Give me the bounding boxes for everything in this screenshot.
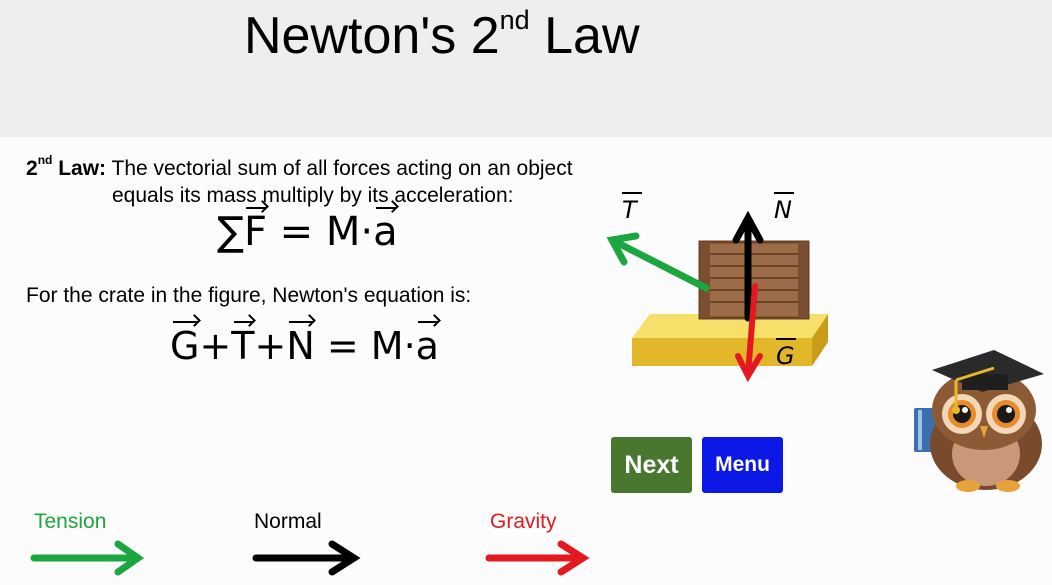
- crate-force-diagram: T N G: [600, 190, 840, 390]
- normal-arrow: [732, 210, 764, 322]
- legend-tension-label: Tension: [34, 510, 107, 533]
- owl-icon: [914, 350, 1044, 492]
- tension-arrow: [606, 232, 710, 292]
- law-statement: 2nd Law: The vectorial sum of all forces…: [26, 153, 573, 207]
- legend-gravity-label: Gravity: [490, 510, 557, 533]
- equation-sum-of-forces: ∑F = M·a: [217, 204, 398, 260]
- header-bar: Newton's 2nd Law: [0, 0, 1052, 137]
- tension-label: T: [622, 192, 642, 224]
- equation-crate: G+T+N = M·a: [170, 318, 439, 374]
- gravity-arrow: [735, 283, 763, 383]
- normal-label: N: [774, 192, 794, 224]
- platform-front: [632, 338, 812, 366]
- next-button[interactable]: Next: [611, 437, 692, 493]
- legend-gravity-arrow: [485, 540, 590, 576]
- legend-tension-arrow: [30, 540, 145, 576]
- gravity-label: G: [776, 338, 796, 370]
- legend-normal-arrow: [252, 540, 361, 576]
- crate-equation-intro: For the crate in the figure, Newton's eq…: [26, 284, 472, 307]
- owl-graduate-mascot: [910, 330, 1052, 496]
- platform-side: [812, 314, 828, 366]
- page-title: Newton's 2nd Law: [244, 5, 640, 65]
- legend-normal-label: Normal: [254, 510, 322, 533]
- platform-top: [632, 314, 828, 338]
- menu-button[interactable]: Menu: [702, 437, 783, 493]
- crate-diagram-graphic: [606, 210, 828, 383]
